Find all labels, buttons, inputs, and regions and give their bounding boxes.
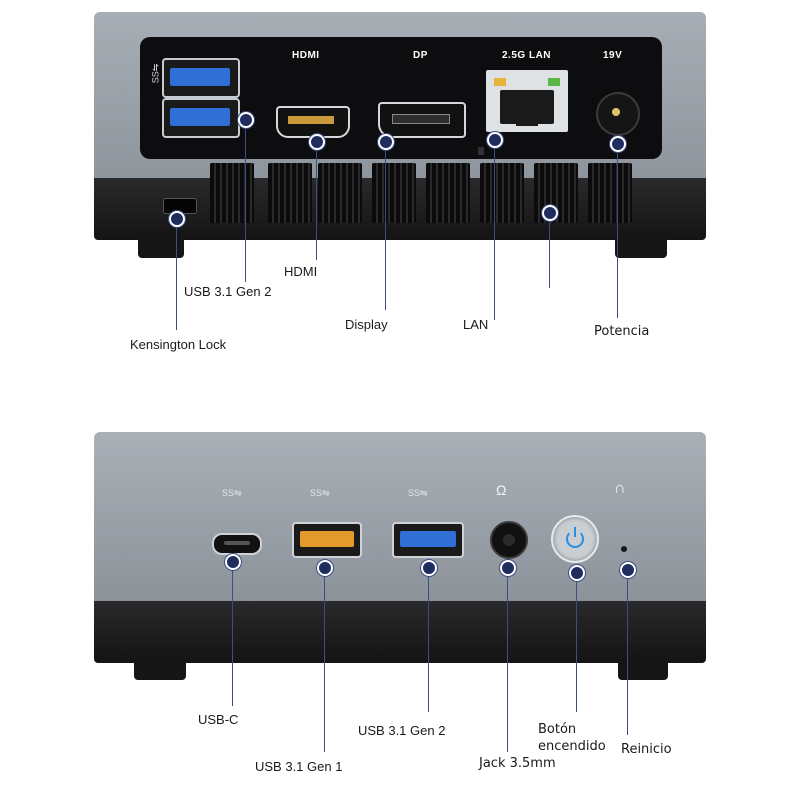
callout-dot — [421, 560, 437, 576]
callout-dot — [378, 134, 394, 150]
superspeed-icon: SS⇋ — [150, 63, 161, 84]
callout-dot — [309, 134, 325, 150]
callout-line-power-button — [576, 578, 577, 712]
callout-dot — [487, 132, 503, 148]
callout-dot — [569, 565, 585, 581]
callout-line-vent — [549, 218, 550, 288]
front-foot-left — [134, 660, 186, 680]
label-power: Potencia — [594, 324, 650, 339]
label-power-button-line2: encendido — [538, 739, 606, 754]
usb-port-front-gen2[interactable] — [392, 522, 464, 558]
front-chassis-base — [94, 601, 706, 663]
vent-grille — [588, 163, 632, 223]
power-port-label: 19V — [603, 50, 623, 61]
callout-line-display — [385, 142, 386, 310]
callout-dot — [610, 136, 626, 152]
audio-jack[interactable] — [490, 521, 528, 559]
usb-c-port[interactable] — [212, 533, 262, 555]
callout-line-kensington — [176, 218, 177, 330]
rear-foot-left — [138, 236, 184, 258]
usb-port-front-gen1[interactable] — [292, 522, 362, 558]
label-hdmi: HDMI — [284, 264, 318, 279]
callout-line-lan — [494, 140, 495, 320]
callout-dot — [169, 211, 185, 227]
vent-grille — [480, 163, 524, 223]
label-lan: LAN — [463, 317, 489, 332]
callout-line-reset — [627, 575, 628, 735]
label-jack: Jack 3.5mm — [479, 756, 556, 771]
label-reset: Reinicio — [621, 742, 672, 757]
label-display: Display — [345, 317, 388, 332]
lan-port[interactable] — [486, 70, 568, 132]
callout-dot — [500, 560, 516, 576]
hdmi-port[interactable] — [276, 106, 350, 138]
dp-port-label: DP — [413, 50, 428, 61]
label-usb-gen2-rear: USB 3.1 Gen 2 — [184, 284, 272, 299]
label-kensington: Kensington Lock — [130, 337, 227, 352]
callout-dot — [317, 560, 333, 576]
reset-icon: ∩ — [614, 480, 626, 497]
dc-power-jack[interactable] — [596, 92, 640, 136]
usb-port-rear-bottom[interactable] — [162, 98, 240, 138]
status-led — [478, 147, 484, 155]
vent-grille — [268, 163, 312, 223]
vent-grille — [534, 163, 578, 223]
front-chassis-top — [94, 432, 706, 604]
label-usbc: USB-C — [198, 712, 239, 727]
superspeed-icon: SS⇋ — [408, 488, 428, 498]
callout-line-hdmi — [316, 142, 317, 260]
displayport-port[interactable] — [378, 102, 466, 138]
callout-line-usbc — [232, 566, 233, 706]
label-usb-gen1: USB 3.1 Gen 1 — [255, 759, 343, 774]
callout-line-usb-gen1 — [324, 572, 325, 752]
usb-port-rear-top[interactable] — [162, 58, 240, 98]
front-foot-right — [618, 660, 668, 680]
label-usb-gen2-front: USB 3.1 Gen 2 — [358, 723, 446, 738]
headphone-icon: Ω — [496, 482, 507, 498]
vent-grille — [318, 163, 362, 223]
callout-line-usb-gen2 — [428, 572, 429, 712]
callout-dot — [238, 112, 254, 128]
power-icon — [566, 530, 584, 548]
callout-dot — [620, 562, 636, 578]
rear-foot-right — [615, 236, 667, 258]
superspeed-icon: SS⇋ — [310, 488, 330, 498]
vent-grille — [372, 163, 416, 223]
reset-pinhole[interactable] — [621, 546, 627, 552]
callout-line-power — [617, 146, 618, 318]
callout-dot — [225, 554, 241, 570]
callout-dot — [542, 205, 558, 221]
power-button[interactable] — [551, 515, 599, 563]
vent-grille — [426, 163, 470, 223]
superspeed-10g-icon: SS⇋ — [222, 488, 242, 498]
label-power-button-line1: Botón — [538, 722, 577, 737]
callout-line-usb — [245, 120, 246, 282]
lan-port-label: 2.5G LAN — [502, 50, 552, 61]
callout-line-jack — [507, 572, 508, 752]
vent-grille — [210, 163, 254, 223]
hdmi-port-label: HDMI — [292, 50, 320, 61]
